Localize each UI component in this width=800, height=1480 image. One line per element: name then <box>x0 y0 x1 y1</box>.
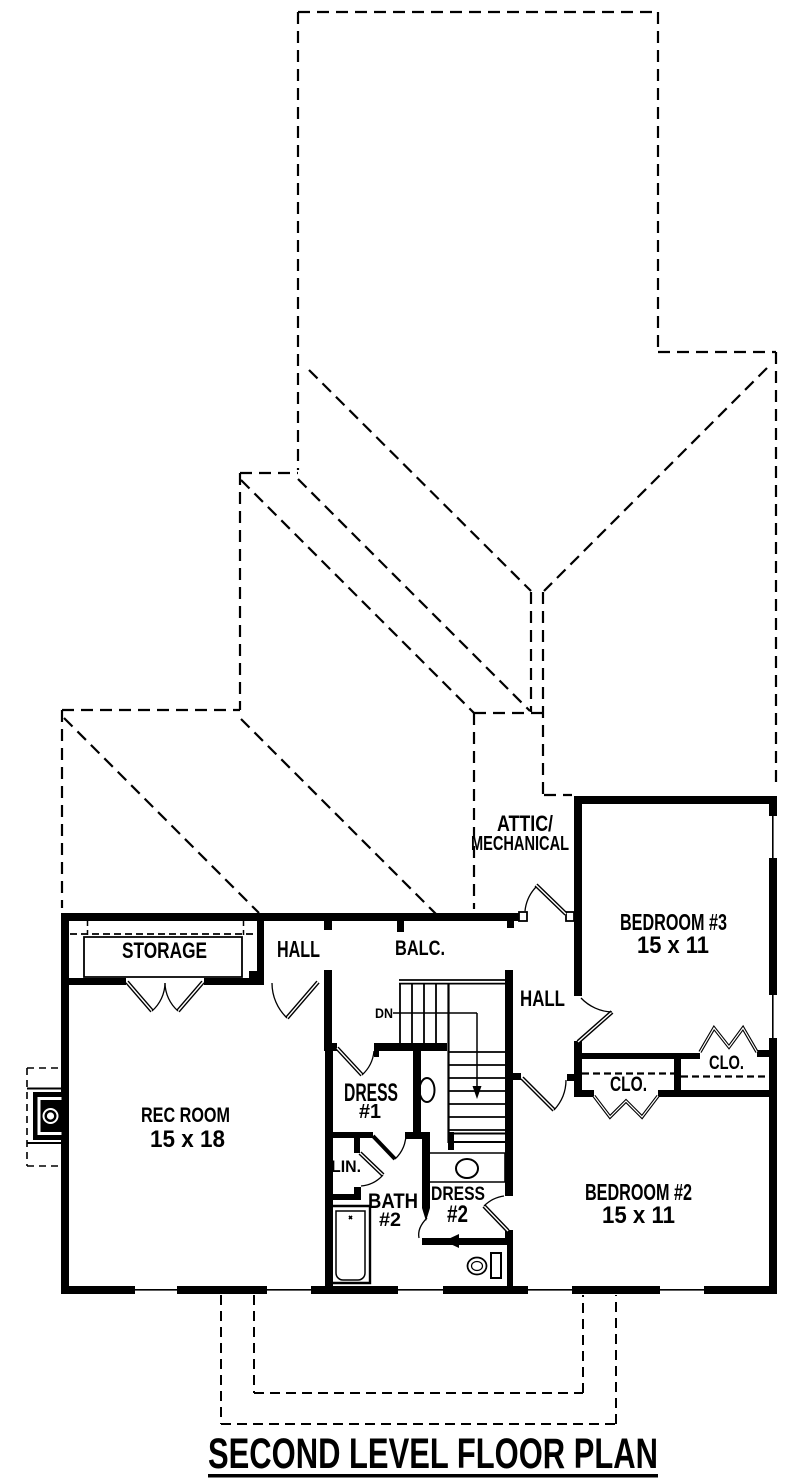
svg-text:#2: #2 <box>447 1201 468 1228</box>
svg-text:CLO.: CLO. <box>709 1053 744 1074</box>
svg-text:MECHANICAL: MECHANICAL <box>471 833 569 855</box>
svg-text:HALL: HALL <box>520 986 565 1011</box>
svg-text:15 x 11: 15 x 11 <box>602 1202 675 1229</box>
svg-text:15 x 11: 15 x 11 <box>637 932 709 959</box>
svg-text:CLO.: CLO. <box>610 1073 647 1096</box>
svg-text:BEDROOM #2: BEDROOM #2 <box>585 1179 692 1205</box>
svg-text:SECOND LEVEL FLOOR PLAN: SECOND LEVEL FLOOR PLAN <box>208 1430 658 1478</box>
svg-text:REC ROOM: REC ROOM <box>141 1104 230 1127</box>
svg-text:LIN.: LIN. <box>331 1157 361 1176</box>
svg-text:BALC.: BALC. <box>395 937 445 960</box>
svg-text:STORAGE: STORAGE <box>122 938 207 963</box>
svg-text:#2: #2 <box>379 1210 401 1231</box>
svg-text:BATH: BATH <box>368 1190 418 1213</box>
svg-text:ATTIC/: ATTIC/ <box>497 811 553 836</box>
svg-text:DN: DN <box>375 1005 393 1021</box>
svg-text:DRESS: DRESS <box>344 1079 398 1107</box>
svg-text:HALL: HALL <box>277 936 320 962</box>
svg-text:DRESS: DRESS <box>431 1184 485 1205</box>
svg-text:15 x 18: 15 x 18 <box>150 1126 225 1153</box>
svg-text:#1: #1 <box>359 1101 381 1123</box>
svg-text:BEDROOM #3: BEDROOM #3 <box>620 909 727 935</box>
